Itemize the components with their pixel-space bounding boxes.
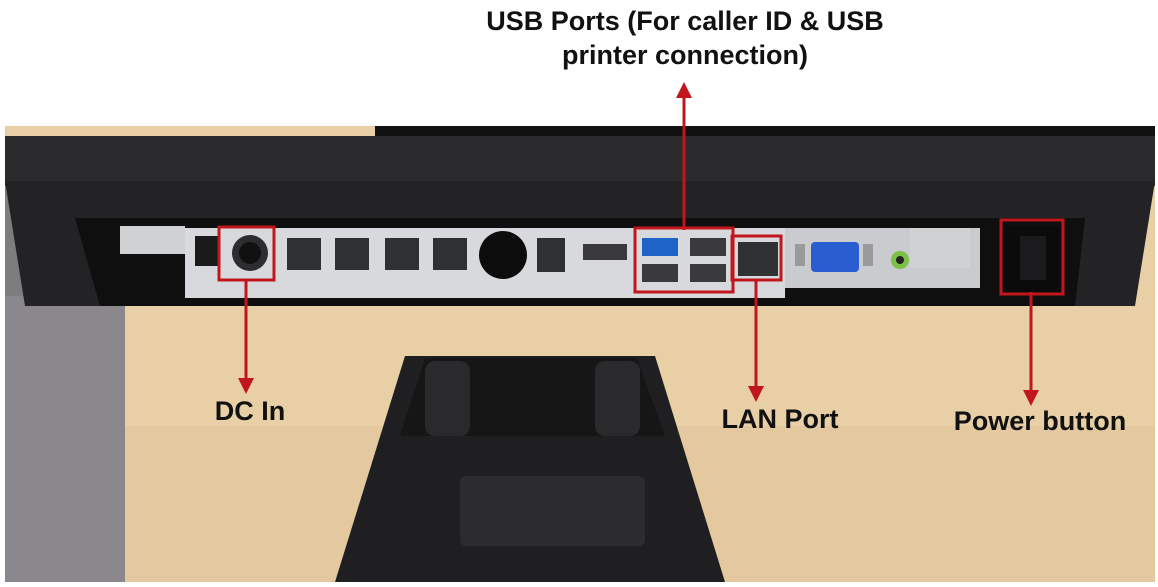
- lan-port-label: LAN Port: [721, 404, 839, 434]
- power-button-label: Power button: [953, 406, 1127, 436]
- pos-terminal-photo: [5, 126, 1155, 582]
- usb-ports-label-line2: printer connection): [561, 40, 808, 70]
- usb-ports-label-line1: USB Ports (For caller ID & USB: [486, 6, 884, 36]
- usb-ports-label: USB Ports (For caller ID & USB printer c…: [440, 4, 930, 72]
- dc-in-label: DC In: [214, 396, 286, 426]
